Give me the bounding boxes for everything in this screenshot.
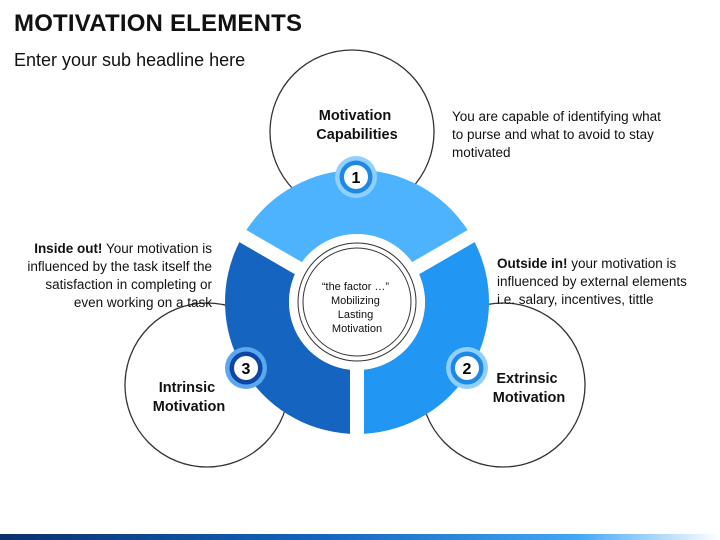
center-text-line: Mobilizing bbox=[331, 295, 380, 307]
svg-text:Extrinsic Motivation: Extrinsic Motivation bbox=[493, 371, 566, 406]
center-text-line: Motivation bbox=[332, 323, 382, 335]
label-intrinsic: Intrinsic bbox=[159, 380, 215, 396]
segment-capabilities bbox=[246, 169, 468, 263]
description-text: your motivation is influenced by externa… bbox=[497, 256, 687, 307]
description-emphasis: Inside out! bbox=[34, 241, 103, 256]
page-subtitle: Enter your sub headline here bbox=[14, 50, 246, 70]
badge-number: 1 bbox=[352, 170, 361, 187]
center-text-line: “the factor …” bbox=[322, 281, 390, 293]
center-text-line: Lasting bbox=[338, 309, 373, 321]
badge-3: 3 bbox=[225, 347, 267, 389]
description-emphasis: Outside in! bbox=[497, 256, 568, 271]
badge-1: 1 bbox=[335, 156, 377, 198]
badge-number: 3 bbox=[242, 361, 251, 378]
description-text: Your motivation is influenced by the tas… bbox=[27, 241, 212, 310]
label-extrinsic: Motivation bbox=[493, 390, 566, 406]
description-extrinsic: Outside in! your motivation is influence… bbox=[497, 255, 707, 309]
center-circle bbox=[289, 234, 425, 370]
description-intrinsic: Inside out! Your motivation is influence… bbox=[20, 240, 212, 312]
label-capabilities: Motivation bbox=[319, 108, 392, 124]
label-capabilities: Capabilities bbox=[316, 127, 397, 143]
svg-text:Intrinsic Motivation: Intrinsic Motivation bbox=[153, 380, 226, 415]
page-title: MOTIVATION ELEMENTS bbox=[14, 10, 303, 37]
svg-text:“the factor …” Mobilizing: “the factor …” Mobilizing Lasting Motiva… bbox=[322, 281, 392, 335]
badge-2: 2 bbox=[446, 347, 488, 389]
center-ring-outer bbox=[297, 242, 417, 362]
description-text: You are capable of identifying what to p… bbox=[452, 109, 661, 160]
label-extrinsic: Extrinsic bbox=[496, 371, 557, 387]
center-ring-inner bbox=[302, 247, 412, 357]
label-intrinsic: Motivation bbox=[153, 399, 226, 415]
badge-number: 2 bbox=[463, 361, 472, 378]
bottom-accent-bar bbox=[0, 534, 720, 540]
svg-text:Motivation Capabilities: Motivation Capabilities bbox=[316, 108, 397, 143]
description-capabilities: You are capable of identifying what to p… bbox=[452, 108, 662, 162]
